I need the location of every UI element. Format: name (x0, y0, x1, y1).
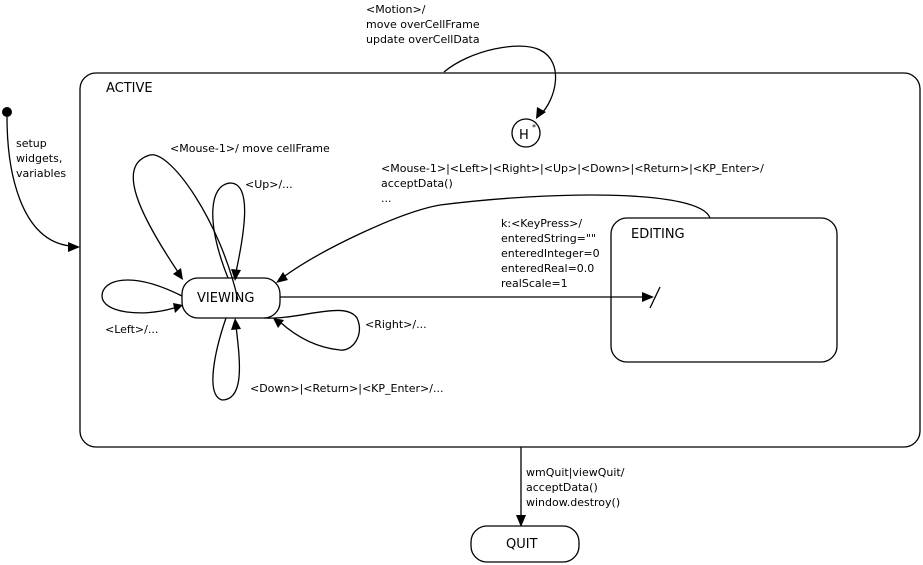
left-transition-label: <Left>/... (105, 323, 158, 336)
keypress-transition-arrowhead (642, 292, 654, 302)
initial-transition-arrowhead (68, 242, 80, 252)
quit-state-label: QUIT (506, 537, 538, 552)
left-self-loop (101, 279, 183, 314)
down-self-loop (212, 317, 241, 401)
motion-transition-arrowhead (536, 107, 546, 119)
motion-transition (443, 45, 557, 116)
initial-transition-label: setup widgets, variables (16, 137, 66, 180)
editing-exit-transition (281, 194, 711, 279)
initial-pseudostate (2, 107, 12, 117)
editing-exit-label: <Mouse-1>|<Left>|<Right>|<Up>|<Down>|<Re… (381, 162, 767, 205)
mouse1-self-loop-arrowhead (173, 268, 183, 280)
right-self-loop-arrowhead (273, 318, 284, 328)
up-self-loop-arrowhead (231, 269, 241, 281)
motion-transition-label: <Motion>/ move overCellFrame update over… (366, 3, 483, 46)
down-self-loop-arrowhead (231, 318, 241, 330)
right-self-loop (263, 309, 361, 351)
history-label: H (519, 128, 529, 143)
editing-state-label: EDITING (631, 227, 685, 242)
quit-transition-arrowhead (516, 515, 526, 527)
up-transition-label: <Up>/... (245, 178, 293, 191)
mouse1-transition-label: <Mouse-1>/ move cellFrame (170, 142, 330, 155)
quit-state (470, 525, 580, 563)
left-self-loop-arrowhead (173, 303, 183, 313)
viewing-state (181, 277, 281, 319)
viewing-state-label: VIEWING (197, 291, 254, 306)
up-self-loop (212, 182, 246, 279)
quit-transition-label: wmQuit|viewQuit/ acceptData() window.des… (526, 466, 628, 509)
editing-exit-arrowhead (276, 272, 288, 283)
keypress-transition-label: k:<KeyPress>/ enteredString="" enteredIn… (501, 217, 603, 290)
active-state-label: ACTIVE (106, 81, 153, 96)
history-superscript: * (532, 123, 536, 132)
editing-state (610, 217, 838, 363)
initial-transition (6, 116, 71, 247)
keypress-entry-bar (649, 286, 661, 309)
history-pseudostate (511, 118, 541, 148)
down-transition-label: <Down>|<Return>|<KP_Enter>/... (250, 382, 443, 395)
right-transition-label: <Right>/... (365, 318, 427, 331)
